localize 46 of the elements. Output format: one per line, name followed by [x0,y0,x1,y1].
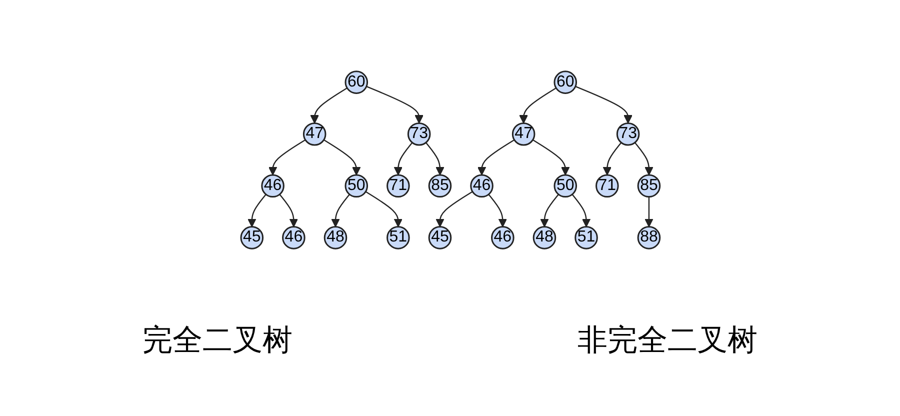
node-circle: 85 [428,174,452,198]
node-circle: 48 [323,226,347,250]
arrow [278,194,298,228]
node-circle: 73 [407,122,430,146]
arrow [644,196,653,228]
node-circle: 46 [470,174,493,198]
arrow [540,194,559,228]
arrow [574,86,632,124]
node-circle: 46 [490,226,514,250]
node-circle: 50 [553,174,577,198]
arrow [634,142,653,176]
arrow [476,139,514,176]
node-circle: 60 [344,70,368,94]
node-circle: 88 [636,226,660,250]
arrow [330,194,350,228]
node-circle: 60 [553,70,577,94]
node-circle: 51 [574,226,598,250]
node-circle: 46 [260,174,284,198]
node-circle: 46 [282,226,305,250]
node-circle: 51 [386,226,410,250]
arrow [364,191,402,228]
arrow [268,139,306,176]
arrow [602,142,622,176]
tree-caption: 完全二叉树 [142,322,292,360]
node-circle: 73 [616,122,640,146]
node-circle: 71 [386,174,410,198]
arrow [518,88,556,124]
arrow [366,86,424,124]
node-circle: 50 [344,174,368,198]
node-circle: 47 [511,122,535,146]
node-circle: 45 [428,226,452,250]
arrow [393,142,412,176]
arrow [488,194,507,228]
node-circle: 48 [532,226,556,250]
arrow [310,88,347,124]
arrow [571,194,590,228]
arrow [323,139,360,176]
arrow [532,139,570,176]
arrow [435,191,472,228]
node-circle: 71 [595,174,618,198]
node-circle: 47 [302,122,326,146]
tree-caption: 非完全二叉树 [578,322,758,360]
arrow [247,194,266,228]
node-circle: 45 [240,226,264,250]
arrow [425,142,444,176]
node-circle: 85 [636,174,660,198]
